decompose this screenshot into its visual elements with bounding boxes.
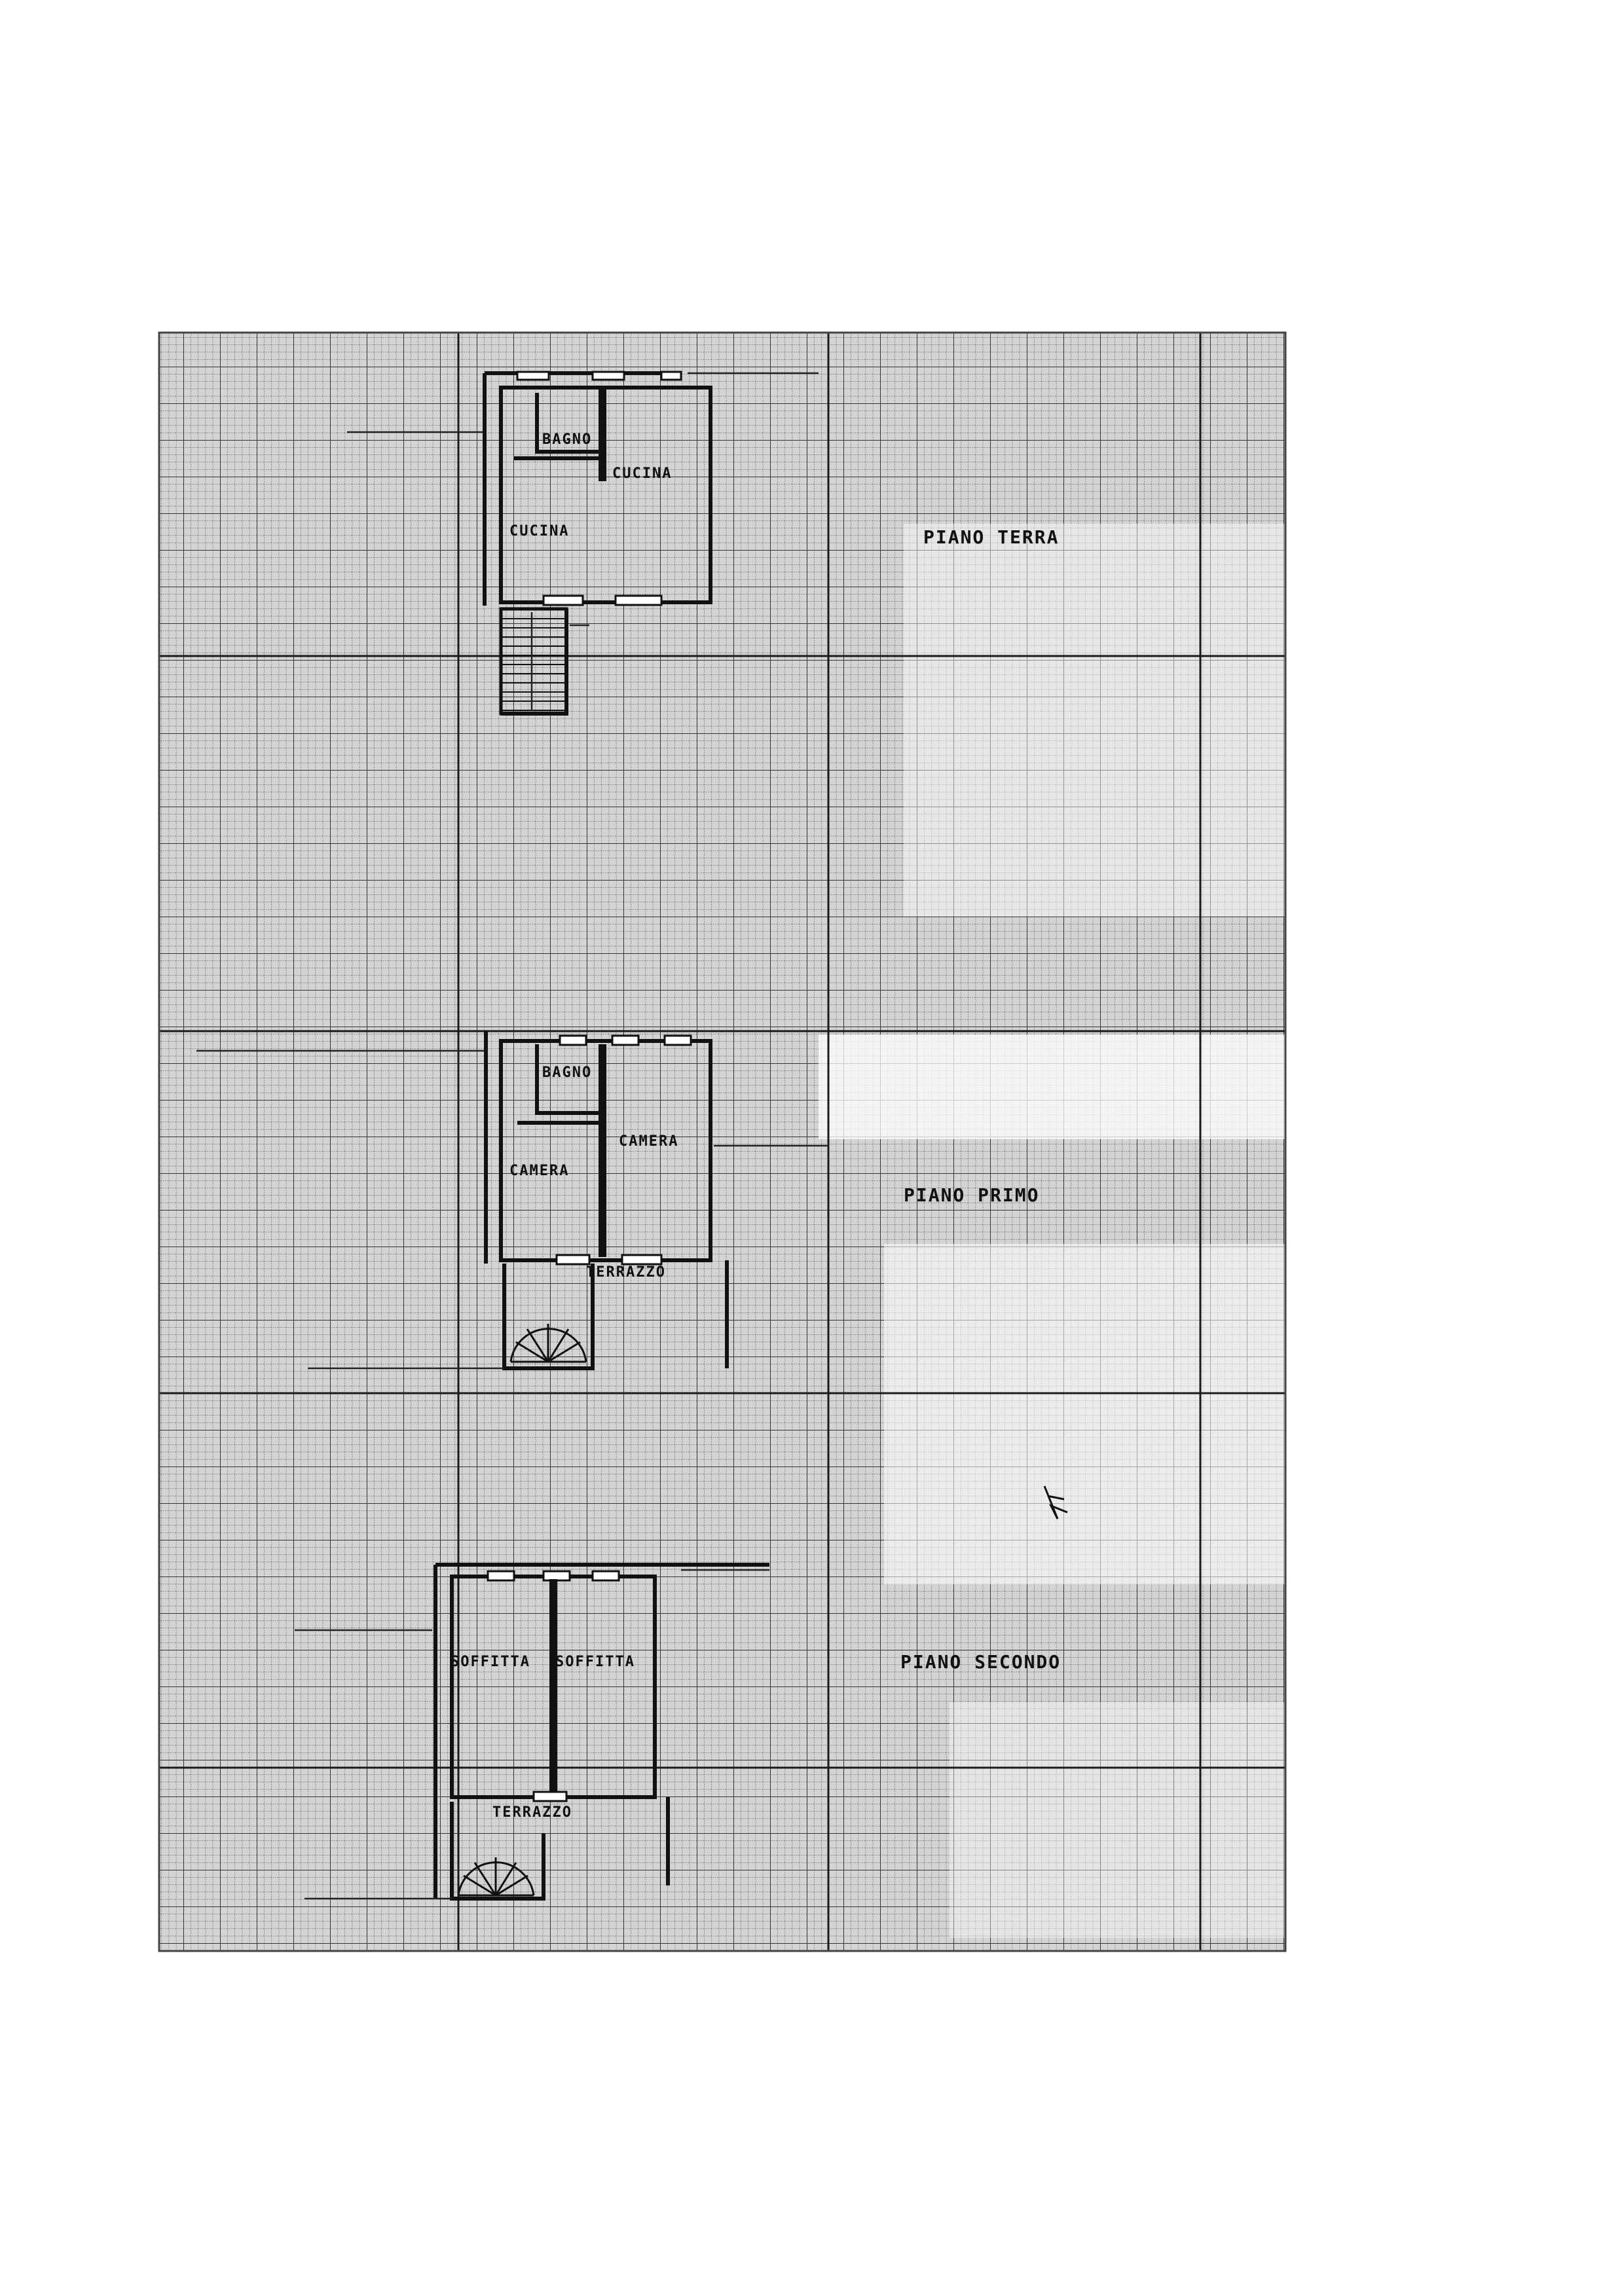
second-floor-plan bbox=[295, 1563, 769, 1901]
faded-band bbox=[950, 1702, 1285, 1938]
graph-paper bbox=[158, 331, 1287, 1952]
second-room-terrazzo-label: TERRAZZO bbox=[492, 1804, 572, 1821]
north-arrow-mark bbox=[1043, 1485, 1068, 1520]
grid-border bbox=[158, 331, 1287, 1952]
first-room-camera-right-label: CAMERA bbox=[619, 1133, 678, 1150]
grid-major-lines bbox=[159, 333, 1285, 1951]
second-room-soffitta-left-label: SOFFITTA bbox=[451, 1654, 530, 1670]
spiral-stair bbox=[509, 1324, 587, 1363]
spiral-stair bbox=[457, 1857, 535, 1897]
faded-band bbox=[904, 524, 1285, 917]
first-room-terrazzo-label: TERRAZZO bbox=[586, 1264, 666, 1281]
first-room-camera-left-label: CAMERA bbox=[509, 1163, 569, 1179]
faded-band bbox=[884, 1244, 1285, 1584]
second-room-soffitta-right-label: SOFFITTA bbox=[555, 1654, 635, 1670]
ground-room-cucina-left-label: CUCINA bbox=[509, 523, 569, 539]
ground-floor-plan bbox=[347, 371, 819, 716]
ground-floor-label: PIANO TERRA bbox=[923, 526, 1059, 548]
first-floor-label: PIANO PRIMO bbox=[904, 1184, 1039, 1206]
first-room-bagno-label: BAGNO bbox=[542, 1065, 592, 1081]
faded-band bbox=[819, 1034, 1285, 1139]
grid-mid bbox=[159, 333, 1285, 1951]
ground-room-cucina-right-label: CUCINA bbox=[612, 465, 672, 482]
ground-room-bagno-label: BAGNO bbox=[542, 431, 592, 448]
first-floor-plan bbox=[196, 1031, 828, 1370]
second-floor-label: PIANO SECONDO bbox=[900, 1651, 1061, 1673]
